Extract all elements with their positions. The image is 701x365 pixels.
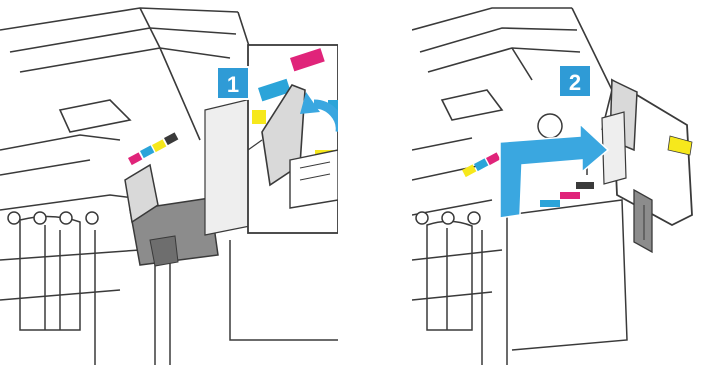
step-1-badge: 1 — [216, 66, 250, 100]
printer-drawing-left — [0, 0, 338, 365]
step-2-badge: 2 — [558, 64, 592, 98]
printer-drawing-right — [412, 0, 701, 365]
step-1-illustration — [0, 0, 338, 365]
step-2-illustration — [412, 0, 701, 365]
printer-rollers-right — [416, 212, 480, 224]
inset-yellow-slot — [252, 110, 266, 124]
